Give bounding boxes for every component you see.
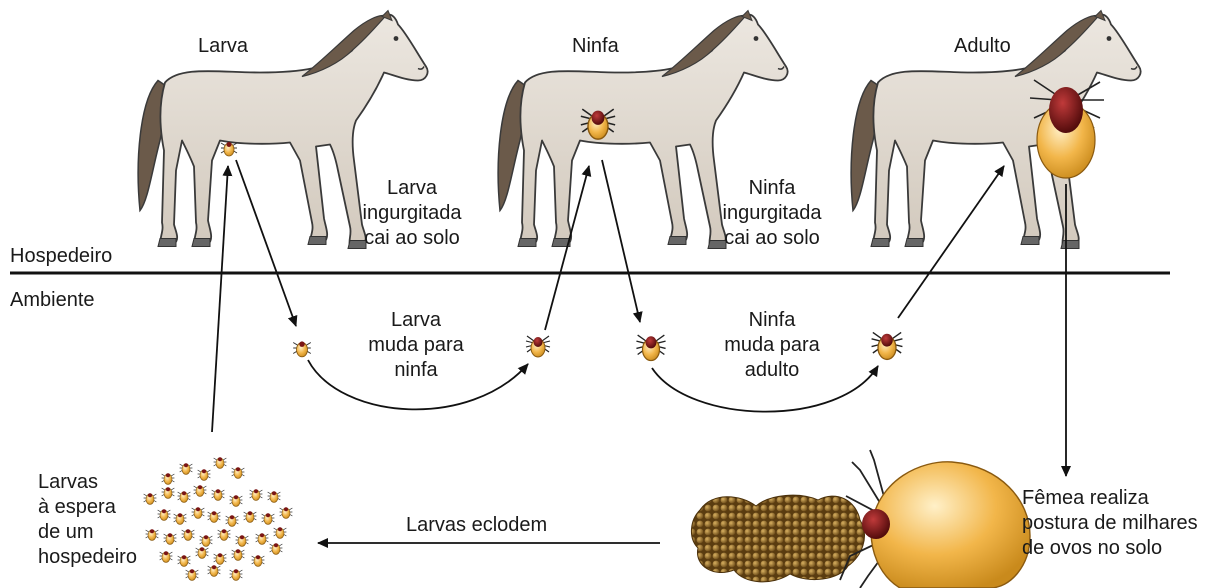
zone-label-host: Hospedeiro <box>10 244 112 269</box>
waiting-larva <box>208 511 221 522</box>
waiting-larva <box>180 463 193 474</box>
waiting-larva <box>164 533 177 544</box>
waiting-larva <box>268 491 281 502</box>
larva-on-host <box>221 142 237 156</box>
waiting-larva <box>250 489 263 500</box>
caption-line: cai ao solo <box>350 226 474 251</box>
waiting-larva <box>178 491 191 502</box>
waiting-larva <box>198 469 211 480</box>
waiting-larva <box>230 495 243 506</box>
caption-line: ingurgitada <box>710 201 834 226</box>
waiting-larva <box>274 527 287 538</box>
waiting-larva <box>256 533 269 544</box>
waiting-larva <box>252 555 265 566</box>
stage-label-nymph: Ninfa <box>572 34 619 59</box>
caption-line: de um <box>38 520 137 545</box>
waiting-larva <box>162 473 175 484</box>
waiting-larva <box>178 555 191 566</box>
waiting-larva <box>214 457 227 468</box>
waiting-larva <box>236 535 249 546</box>
waiting-larva <box>270 543 283 554</box>
waiting-larva <box>230 569 243 580</box>
waiting-larva <box>232 467 245 478</box>
waiting-larva <box>160 551 173 562</box>
caption-line: Fêmea realiza <box>1022 486 1198 511</box>
waiting-larva <box>208 565 221 576</box>
caption-larvae-waiting: Larvas à espera de um hospedeiro <box>38 470 137 570</box>
molting-larva-ground <box>526 336 550 357</box>
waiting-larva <box>232 549 245 560</box>
waiting-larva <box>196 547 209 558</box>
waiting-larva <box>146 529 159 540</box>
waiting-larva <box>226 515 239 526</box>
caption-nymph-molt: Ninfa muda para adulto <box>712 308 832 383</box>
caption-female-laying: Fêmea realiza postura de milhares de ovo… <box>1022 486 1198 561</box>
caption-line: hospedeiro <box>38 545 137 570</box>
molting-nymph-ground <box>872 332 903 359</box>
arrow-larvae-to-host <box>212 166 228 432</box>
caption-larva-drop: Larva ingurgitada cai ao solo <box>350 176 474 251</box>
caption-line: postura de milhares <box>1022 511 1198 536</box>
caption-line: à espera <box>38 495 137 520</box>
waiting-larva <box>262 513 275 524</box>
waiting-larva <box>192 507 205 518</box>
waiting-larva <box>158 509 171 520</box>
female-laying-eggs <box>840 450 1030 588</box>
egg-mass <box>691 495 864 582</box>
stage-label-larva: Larva <box>198 34 248 59</box>
zone-label-environment: Ambiente <box>10 288 95 313</box>
waiting-larva <box>280 507 293 518</box>
arrow-larva-drops <box>236 160 296 326</box>
waiting-larva <box>212 489 225 500</box>
waiting-larva <box>244 511 257 522</box>
engorged-larva-ground <box>293 341 311 356</box>
arrow-nymph-drops <box>602 160 640 322</box>
waiting-larva <box>144 493 157 504</box>
waiting-larva <box>182 529 195 540</box>
caption-larvae-hatch: Larvas eclodem <box>406 513 547 538</box>
caption-line: ninfa <box>356 358 476 383</box>
waiting-larva <box>200 535 213 546</box>
waiting-larva <box>218 529 231 540</box>
caption-line: Larvas <box>38 470 137 495</box>
caption-line: Larva <box>350 176 474 201</box>
engorged-nymph-ground <box>636 335 665 361</box>
caption-line: adulto <box>712 358 832 383</box>
caption-nymph-drop: Ninfa ingurgitada cai ao solo <box>710 176 834 251</box>
caption-line: de ovos no solo <box>1022 536 1198 561</box>
caption-line: ingurgitada <box>350 201 474 226</box>
larvae-cluster <box>144 457 293 580</box>
caption-line: cai ao solo <box>710 226 834 251</box>
caption-line: muda para <box>712 333 832 358</box>
caption-line: Ninfa <box>712 308 832 333</box>
waiting-larva <box>174 513 187 524</box>
waiting-larva <box>214 553 227 564</box>
caption-larva-molt: Larva muda para ninfa <box>356 308 476 383</box>
caption-line: Larva <box>356 308 476 333</box>
caption-line: Ninfa <box>710 176 834 201</box>
waiting-larva <box>186 569 199 580</box>
waiting-larva <box>194 485 207 496</box>
caption-line: muda para <box>356 333 476 358</box>
stage-label-adult: Adulto <box>954 34 1011 59</box>
waiting-larva <box>162 487 175 498</box>
